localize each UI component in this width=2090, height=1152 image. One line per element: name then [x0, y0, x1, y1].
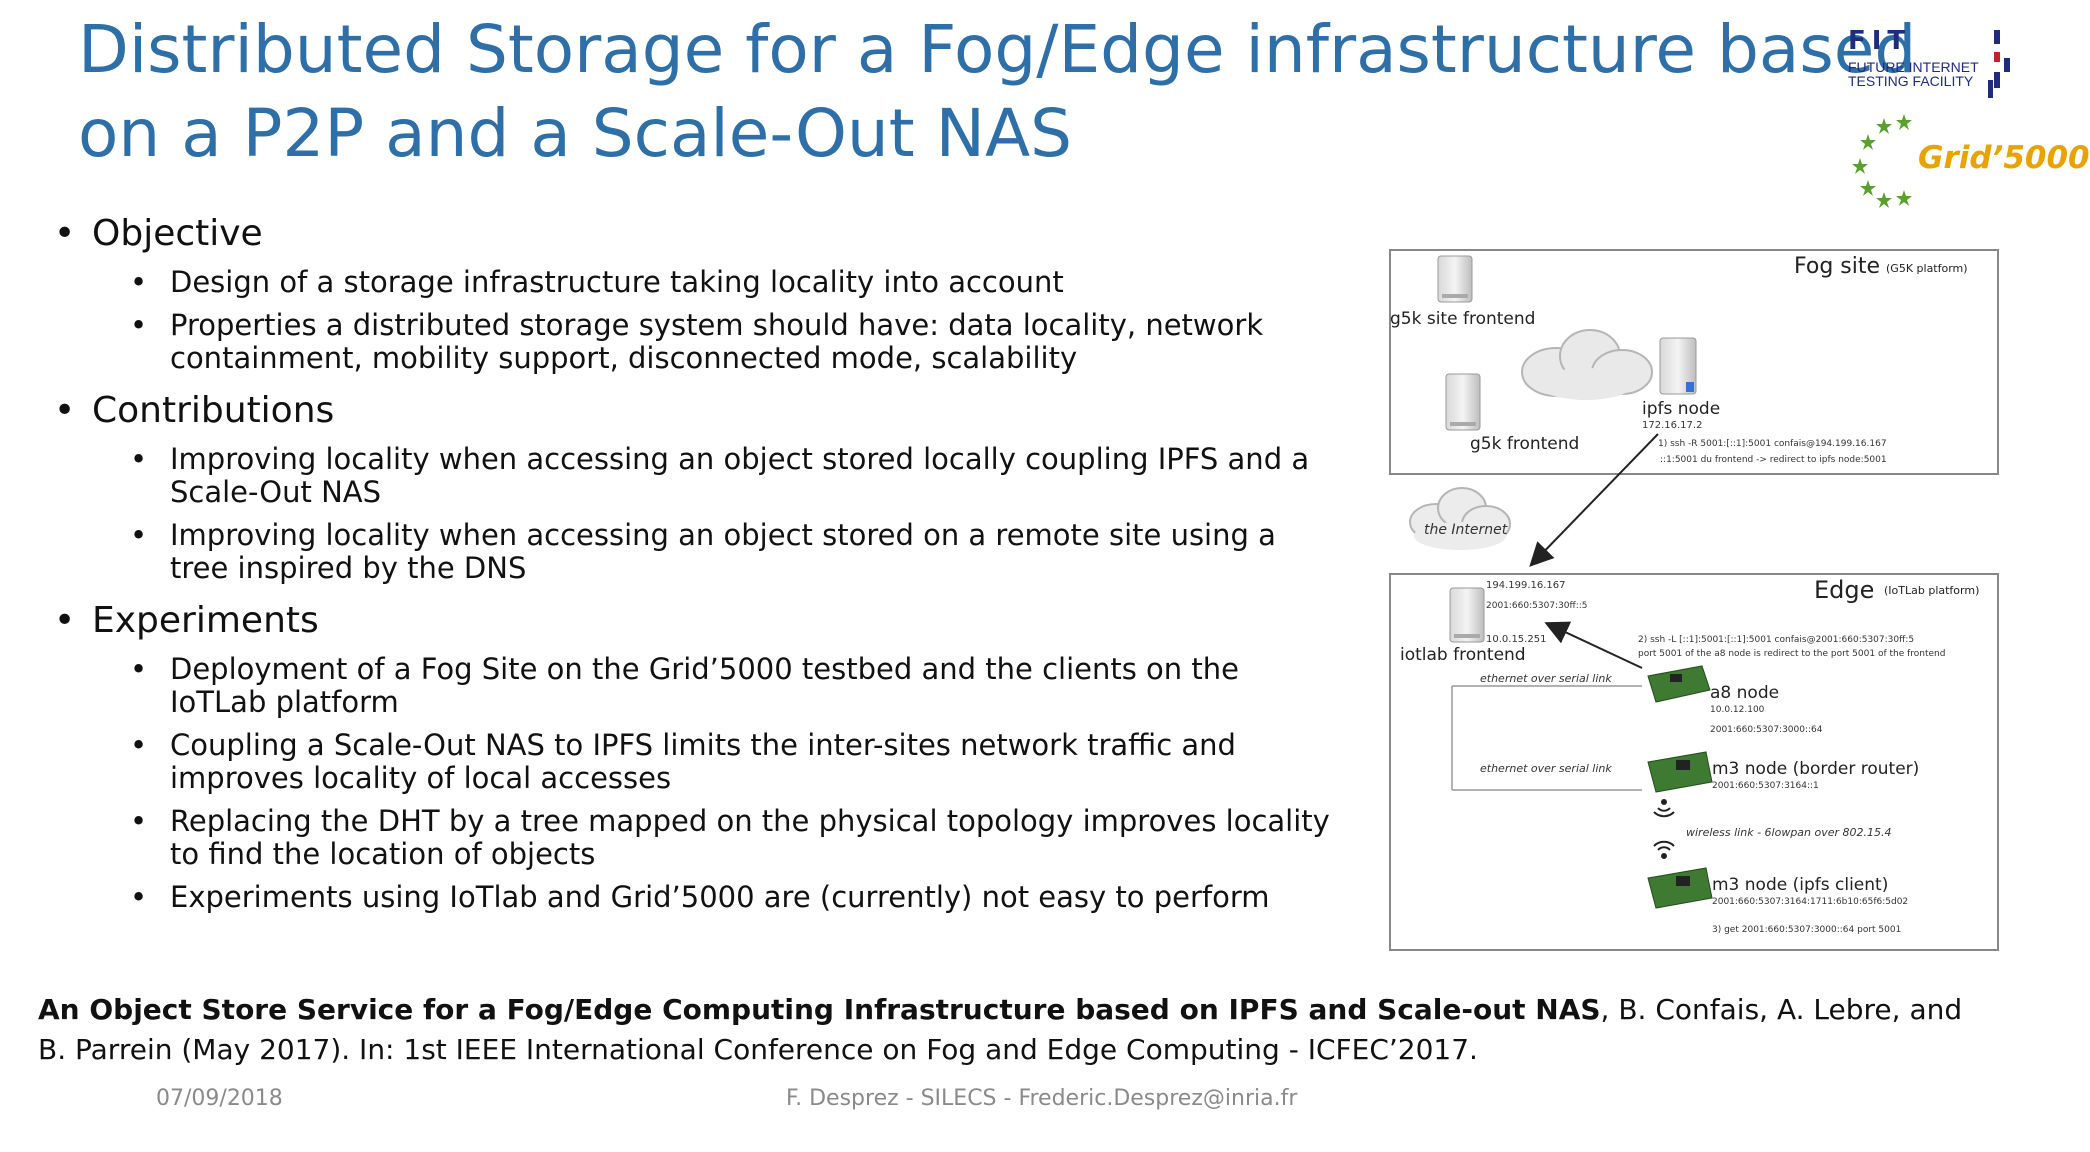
fog-site-title: Fog site — [1794, 254, 1880, 279]
redirect-arrow — [1529, 433, 1659, 567]
footer-author: F. Desprez - SILECS - Frederic.Desprez@i… — [786, 1086, 1298, 1111]
m3-ipfs-client-ip: 2001:660:5307:3164:1711:6b10:65f6:5d02 — [1712, 897, 1908, 907]
a8-node-ip-1: 10.0.12.100 — [1710, 705, 1765, 715]
slide-title-line-1: Distributed Storage for a Fog/Edge infra… — [78, 11, 1917, 88]
section-heading-contributions: Contributions — [50, 389, 1340, 433]
slide-body: Objective Design of a storage infrastruc… — [50, 212, 1340, 914]
bullet-item: Improving locality when accessing an obj… — [50, 519, 1340, 585]
fit-logo: FIT FUTURE INTERNET TESTING FACILITY — [1848, 26, 2018, 112]
bullet-item: Design of a storage infrastructure takin… — [50, 266, 1340, 300]
server-icon — [1659, 337, 1697, 395]
grid5000-stars — [1852, 114, 1912, 208]
reference-details: , B. Confais, A. Lebre, and B. Parrein (… — [38, 993, 1963, 1066]
reference-citation: An Object Store Service for a Fog/Edge C… — [38, 990, 1998, 1070]
bullet-item: Replacing the DHT by a tree mapped on th… — [50, 805, 1340, 871]
footer-date: 07/09/2018 — [156, 1086, 283, 1111]
m3-ipfs-client-board-icon — [1647, 867, 1713, 909]
bullet-item: Improving locality when accessing an obj… — [50, 443, 1340, 509]
slide-title-line-2: on a P2P and a Scale-Out NAS — [78, 95, 1073, 172]
bullet-item: Experiments using IoTlab and Grid’5000 a… — [50, 881, 1340, 915]
command-3: 3) get 2001:660:5307:3000::64 port 5001 — [1712, 925, 1901, 935]
ethernet-link-label-2: ethernet over serial link — [1480, 762, 1612, 775]
m3-ipfs-client-label: m3 node (ipfs client) — [1712, 875, 1888, 895]
command-1-line-2: ::1:5001 du frontend -> redirect to ipfs… — [1660, 455, 1887, 465]
iotlab-ip-1: 194.199.16.167 — [1486, 580, 1566, 591]
slide-title: Distributed Storage for a Fog/Edge infra… — [78, 8, 1917, 176]
g5k-site-frontend-label: g5k site frontend — [1390, 309, 1535, 329]
internet-cloud-icon — [1409, 487, 1511, 550]
wifi-icon — [1653, 840, 1675, 859]
fit-logo-letters: FIT — [1848, 26, 1912, 56]
wifi-icon — [1653, 799, 1675, 818]
a8-node-board-icon — [1647, 665, 1711, 703]
edge-subtitle: (IoTLab platform) — [1884, 584, 1979, 597]
m3-border-router-ip: 2001:660:5307:3164::1 — [1712, 781, 1819, 791]
ipfs-node-label: ipfs node — [1642, 399, 1720, 419]
ethernet-link-label-1: ethernet over serial link — [1480, 672, 1612, 685]
server-icon — [1449, 587, 1485, 643]
wireless-link-label: wireless link - 6lowpan over 802.15.4 — [1686, 826, 1892, 839]
a8-node-label: a8 node — [1710, 683, 1779, 703]
section-heading-objective: Objective — [50, 212, 1340, 256]
server-icon — [1437, 255, 1473, 303]
bullet-item: Deployment of a Fog Site on the Grid’500… — [50, 653, 1340, 719]
command-2-line-1: 2) ssh -L [::1]:5001:[::1]:5001 confais@… — [1638, 635, 1914, 645]
cloud-icon — [1521, 329, 1653, 400]
fit-logo-subtitle-1: FUTURE INTERNET — [1848, 59, 1979, 75]
bullet-item: Properties a distributed storage system … — [50, 309, 1340, 375]
command-2-line-2: port 5001 of the a8 node is redirect to … — [1638, 649, 1945, 659]
edge-title: Edge — [1814, 576, 1874, 604]
a8-node-ip-2: 2001:660:5307:3000::64 — [1710, 725, 1823, 735]
architecture-diagram: Fog site (G5K platform) g5k site fronten… — [1389, 249, 1999, 951]
command-1-line-1: 1) ssh -R 5001:[::1]:5001 confais@194.19… — [1658, 439, 1887, 449]
ssh-arrow — [1544, 621, 1643, 669]
iotlab-ip-2: 2001:660:5307:30ff::5 — [1486, 601, 1588, 611]
iotlab-frontend-label: iotlab frontend — [1400, 645, 1526, 665]
internet-label: the Internet — [1424, 522, 1508, 538]
fit-logo-bars — [1988, 30, 2010, 98]
bullet-item: Coupling a Scale-Out NAS to IPFS limits … — [50, 729, 1340, 795]
grid5000-logo-text: Grid’5000 — [1918, 140, 2090, 176]
reference-title: An Object Store Service for a Fog/Edge C… — [38, 993, 1601, 1026]
g5k-frontend-label: g5k frontend — [1470, 434, 1579, 454]
ipfs-node-ip: 172.16.17.2 — [1642, 420, 1702, 431]
grid5000-logo: Grid’5000 — [1846, 112, 2090, 212]
server-icon — [1445, 373, 1481, 431]
fog-site-subtitle: (G5K platform) — [1886, 262, 1968, 275]
fit-logo-subtitle-2: TESTING FACILITY — [1848, 73, 1974, 89]
iotlab-ip-3: 10.0.15.251 — [1486, 634, 1546, 645]
m3-border-router-label: m3 node (border router) — [1712, 759, 1919, 779]
section-heading-experiments: Experiments — [50, 599, 1340, 643]
m3-border-router-board-icon — [1647, 751, 1713, 793]
